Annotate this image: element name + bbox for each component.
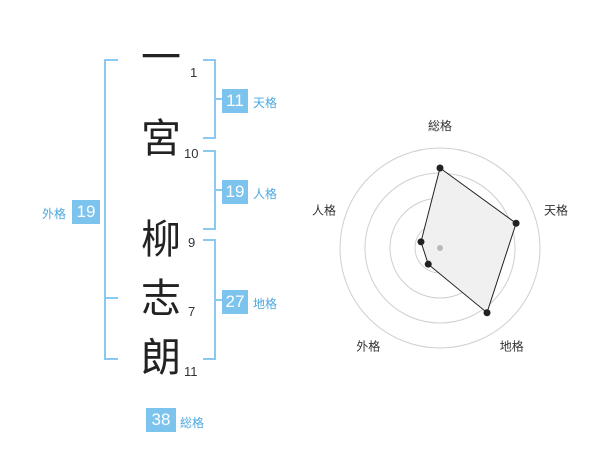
gaikaku-bracket: [104, 59, 118, 360]
radar-point-総格: [436, 164, 444, 172]
radar-axis-label-2: 天格: [544, 202, 568, 217]
tenkaku-connector: [216, 98, 222, 100]
gaikaku-bracket-divider: [106, 297, 118, 299]
radar-axis-label-3: 地格: [500, 339, 524, 354]
chikaku-score-badge: 27: [222, 290, 248, 314]
radar-axis-label-4: 外格: [356, 339, 380, 354]
tenkaku-bracket: [203, 59, 216, 139]
jinkaku-connector: [216, 189, 222, 191]
name-char-2: 宮: [141, 116, 181, 162]
gaikaku-label: 外格: [42, 207, 67, 221]
radar-data-polygon: [420, 167, 517, 314]
radar-axis-label-1: 総格: [428, 118, 452, 133]
chikaku-label: 地格: [253, 297, 278, 311]
tenkaku-label: 天格: [253, 96, 278, 110]
stroke-count-3: 9: [188, 235, 196, 250]
radar-point-天格: [512, 219, 520, 227]
gaikaku-score-badge: 19: [72, 200, 100, 224]
name-char-5: 朗: [141, 335, 181, 381]
name-char-3: 柳: [141, 217, 181, 263]
jinkaku-bracket: [203, 150, 216, 230]
radar-point-外格: [424, 260, 432, 268]
radar-point-人格: [417, 238, 425, 246]
chikaku-bracket: [203, 239, 216, 360]
jinkaku-label: 人格: [253, 187, 278, 201]
soukaku-label: 総格: [180, 416, 205, 430]
radar-ring-4: [339, 147, 541, 349]
chikaku-connector: [216, 299, 222, 301]
tenkaku-score-badge: 11: [222, 89, 248, 113]
name-char-4: 志: [141, 276, 181, 322]
soukaku-score-badge: 38: [146, 408, 176, 432]
stroke-count-5: 11: [184, 364, 198, 379]
stroke-count-1: 1: [190, 65, 198, 80]
stroke-count-2: 10: [184, 146, 199, 161]
radar-point-地格: [483, 309, 491, 317]
radar-axis-label-5: 人格: [312, 202, 336, 217]
stroke-count-4: 7: [188, 304, 196, 319]
jinkaku-score-badge: 19: [222, 180, 248, 204]
name-char-1: 一: [141, 35, 181, 81]
radar-center-point: [437, 245, 443, 251]
